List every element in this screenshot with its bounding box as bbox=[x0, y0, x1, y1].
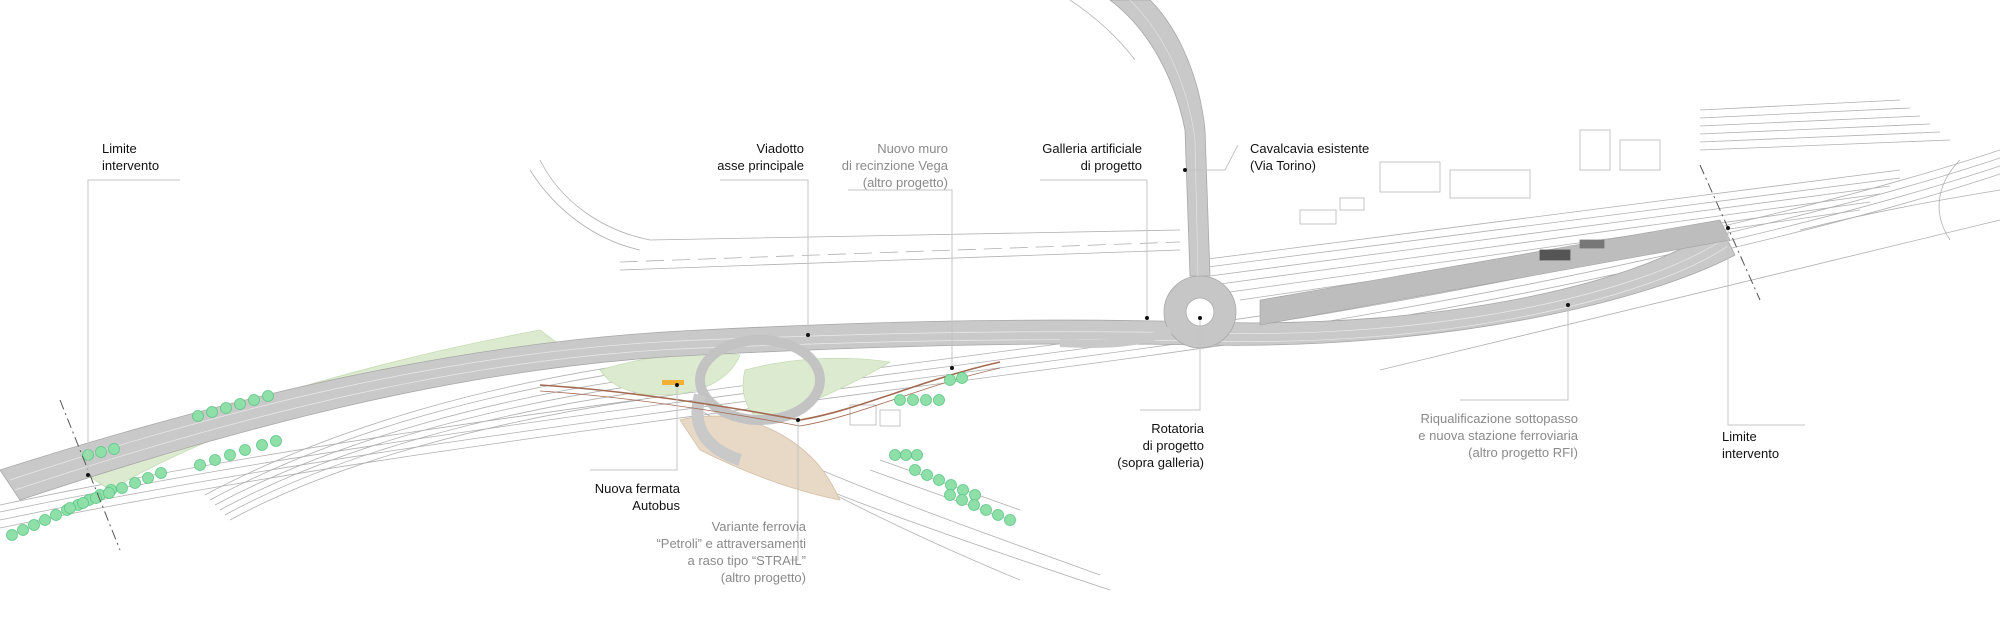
tree-icon bbox=[129, 477, 141, 489]
tree-icon bbox=[239, 444, 251, 456]
leader-dots bbox=[86, 168, 1730, 477]
tree-icon bbox=[957, 484, 969, 496]
tree-icon bbox=[900, 449, 912, 461]
tree-icon bbox=[969, 489, 981, 501]
label-line: di progetto bbox=[1142, 438, 1204, 453]
label-line: intervento bbox=[102, 158, 160, 173]
tree-icon bbox=[944, 374, 956, 386]
label-line: Variante ferrovia bbox=[711, 519, 806, 534]
label-line: Limite bbox=[102, 141, 137, 156]
label-line: Limite bbox=[1722, 429, 1757, 444]
tree-icon bbox=[980, 504, 992, 516]
trees bbox=[6, 372, 1016, 541]
tree-icon bbox=[945, 479, 957, 491]
tree-icon bbox=[224, 449, 236, 461]
label-line: (altro progetto) bbox=[862, 175, 948, 190]
roundabout-main bbox=[1059, 0, 1237, 349]
label-line: asse principale bbox=[717, 158, 804, 173]
rail-tracks bbox=[0, 99, 2000, 591]
roundabout-west bbox=[691, 335, 825, 466]
tree-icon bbox=[116, 482, 128, 494]
label-cavalcavia: Cavalcavia esistente (Via Torino) bbox=[1250, 140, 1369, 174]
tree-icon bbox=[64, 502, 76, 514]
label-line: di progetto bbox=[1080, 158, 1142, 173]
tree-icon bbox=[889, 449, 901, 461]
tree-icon bbox=[992, 509, 1004, 521]
label-line: Galleria artificiale bbox=[1042, 141, 1142, 156]
tree-icon bbox=[956, 494, 968, 506]
tree-icon bbox=[911, 449, 923, 461]
label-line: Nuova fermata bbox=[594, 481, 680, 496]
tree-icon bbox=[206, 406, 218, 418]
tree-icon bbox=[262, 390, 274, 402]
tree-icon bbox=[90, 492, 102, 504]
tree-icon bbox=[256, 439, 268, 451]
label-line: (Via Torino) bbox=[1250, 158, 1316, 173]
tree-icon bbox=[909, 464, 921, 476]
label-nuovo-muro: Nuovo muro di recinzione Vega (altro pro… bbox=[820, 140, 948, 191]
tree-icon bbox=[194, 459, 206, 471]
label-line: Rotatoria bbox=[1151, 421, 1204, 436]
leader-lines bbox=[87, 144, 1805, 561]
tree-icon bbox=[95, 446, 107, 458]
main-road bbox=[0, 219, 1736, 501]
tree-icon bbox=[28, 519, 40, 531]
tree-icon bbox=[209, 454, 221, 466]
label-viadotto: Viadotto asse principale bbox=[700, 140, 804, 174]
label-line: (sopra galleria) bbox=[1117, 455, 1204, 470]
label-rotatoria: Rotatoria di progetto (sopra galleria) bbox=[1080, 420, 1204, 471]
tree-icon bbox=[108, 443, 120, 455]
tree-icon bbox=[77, 497, 89, 509]
label-line: Nuovo muro bbox=[877, 141, 948, 156]
tree-icon bbox=[220, 402, 232, 414]
tree-icon bbox=[155, 467, 167, 479]
label-riqualificazione: Riqualificazione sottopasso e nuova staz… bbox=[1380, 410, 1578, 461]
label-line: (altro progetto) bbox=[720, 570, 806, 585]
tree-icon bbox=[956, 372, 968, 384]
tree-icon bbox=[39, 514, 51, 526]
label-line: Viadotto bbox=[756, 141, 804, 156]
label-line: e nuova stazione ferroviaria bbox=[1418, 428, 1578, 443]
label-line: Cavalcavia esistente bbox=[1250, 141, 1370, 156]
buildings bbox=[849, 129, 1661, 427]
tree-icon bbox=[933, 394, 945, 406]
label-line: Riqualificazione sottopasso bbox=[1420, 411, 1578, 426]
tree-icon bbox=[50, 509, 62, 521]
label-nuova-fermata: Nuova fermata Autobus bbox=[560, 480, 680, 514]
tree-icon bbox=[234, 398, 246, 410]
tree-icon bbox=[103, 487, 115, 499]
label-line: di recinzione Vega bbox=[841, 158, 948, 173]
tree-icon bbox=[6, 529, 18, 541]
bus-stop bbox=[662, 380, 684, 385]
label-limite-intervento-west: Limite intervento bbox=[102, 140, 159, 174]
tree-icon bbox=[944, 489, 956, 501]
tree-icon bbox=[920, 394, 932, 406]
tree-icon bbox=[921, 469, 933, 481]
label-line: (altro progetto RFI) bbox=[1468, 445, 1578, 460]
label-line: Autobus bbox=[632, 498, 680, 513]
label-line: “Petroli” e attraversamenti bbox=[656, 536, 806, 551]
tree-icon bbox=[968, 499, 980, 511]
limit-lines bbox=[59, 164, 1761, 551]
tree-icon bbox=[933, 474, 945, 486]
label-line: a raso tipo “STRAIL” bbox=[687, 553, 807, 568]
tree-icon bbox=[17, 524, 29, 536]
tree-icon bbox=[248, 394, 260, 406]
tree-icon bbox=[894, 394, 906, 406]
label-limite-intervento-east: Limite intervento bbox=[1722, 428, 1779, 462]
label-galleria: Galleria artificiale di progetto bbox=[1010, 140, 1142, 174]
tree-icon bbox=[907, 394, 919, 406]
label-line: intervento bbox=[1722, 446, 1780, 461]
label-variante-ferrovia: Variante ferrovia “Petroli” e attraversa… bbox=[620, 518, 806, 586]
tree-icon bbox=[270, 435, 282, 447]
tree-icon bbox=[1004, 514, 1016, 526]
tree-icon bbox=[142, 472, 154, 484]
tree-icon bbox=[192, 410, 204, 422]
